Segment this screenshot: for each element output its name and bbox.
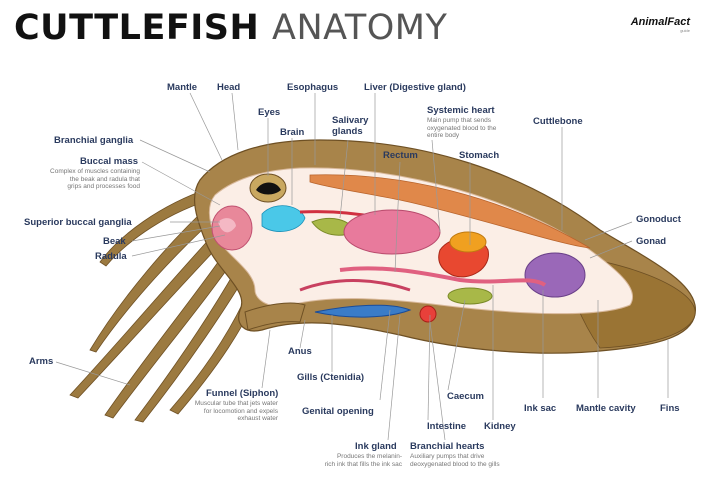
- cuttlebone: [309, 174, 591, 249]
- label-kidney: Kidney: [484, 421, 516, 432]
- pupil: [256, 182, 281, 195]
- desc-ink-gland: Produces the melanin- rich ink that fill…: [324, 453, 402, 468]
- label-systemic-heart: Systemic heart: [427, 105, 495, 116]
- label-beak: Beak: [103, 236, 126, 247]
- label-ink-sac: Ink sac: [524, 403, 557, 414]
- arms-group: [69, 187, 269, 423]
- branchial-heart-shape: [419, 305, 437, 323]
- label-anus: Anus: [288, 346, 312, 357]
- label-salivary-glands: Salivary glands: [332, 115, 369, 137]
- label-branchial-ganglia: Branchial ganglia: [54, 135, 134, 146]
- label-genital-opening: Genital opening: [302, 406, 374, 417]
- label-buccal-mass: Buccal mass: [80, 156, 139, 167]
- label-stomach: Stomach: [459, 150, 500, 161]
- label-esophagus: Esophagus: [287, 82, 339, 93]
- leader-lines: [55, 92, 669, 441]
- title-part1: CUTTLEFISH: [14, 8, 260, 48]
- rectum-shape: [299, 279, 411, 292]
- arm-4: [134, 247, 257, 423]
- label-gills: Gills (Ctenidia): [297, 372, 365, 383]
- caecum-shape: [449, 231, 487, 253]
- label-cuttlebone: Cuttlebone: [533, 116, 583, 127]
- page-title: CUTTLEFISH ANATOMY: [14, 8, 447, 48]
- label-arms: Arms: [29, 356, 54, 367]
- brain-shape: [261, 205, 306, 232]
- label-funnel: Funnel (Siphon): [206, 388, 279, 399]
- label-ink-gland: Ink gland: [355, 441, 397, 452]
- label-intestine: Intestine: [427, 421, 467, 432]
- label-fins: Fins: [660, 403, 680, 414]
- label-brain: Brain: [280, 127, 305, 138]
- label-radula: Radula: [95, 251, 127, 262]
- label-gonoduct: Gonoduct: [636, 214, 681, 225]
- gills-shape: [314, 304, 412, 318]
- beak-shape: [218, 218, 236, 233]
- label-caecum: Caecum: [447, 391, 484, 402]
- brand-sub: guide: [680, 28, 690, 33]
- brand-logo: AnimalFact: [630, 16, 690, 28]
- arm-5: [99, 187, 217, 267]
- arm-1: [89, 199, 223, 353]
- arm-3: [104, 237, 243, 419]
- intestine-shape: [339, 266, 547, 287]
- label-gonad: Gonad: [636, 236, 667, 247]
- label-mantle: Mantle: [167, 82, 198, 93]
- gonad-shape: [524, 252, 586, 298]
- title-part2: ANATOMY: [272, 8, 448, 48]
- desc-systemic-heart: Main pump that sends oxygenated blood to…: [427, 117, 497, 139]
- label-head: Head: [217, 82, 241, 93]
- desc-branchial-hearts: Auxiliary pumps that drive deoxygenated …: [410, 453, 500, 468]
- arm-2: [69, 221, 233, 399]
- label-mantle-cavity: Mantle cavity: [576, 403, 636, 414]
- funnel-shape: [244, 302, 306, 331]
- label-liver: Liver (Digestive gland): [364, 82, 466, 93]
- label-rectum: Rectum: [383, 150, 418, 161]
- liver-shape: [343, 209, 441, 255]
- label-branchial-hearts: Branchial hearts: [410, 441, 485, 452]
- ink-sac-shape: [447, 287, 493, 305]
- desc-buccal-mass: Complex of muscles containing the beak a…: [50, 168, 140, 190]
- label-eyes: Eyes: [258, 107, 281, 118]
- desc-funnel: Muscular tube that jets water for locomo…: [194, 400, 278, 422]
- label-superior-buccal-ganglia: Superior buccal ganglia: [24, 217, 132, 228]
